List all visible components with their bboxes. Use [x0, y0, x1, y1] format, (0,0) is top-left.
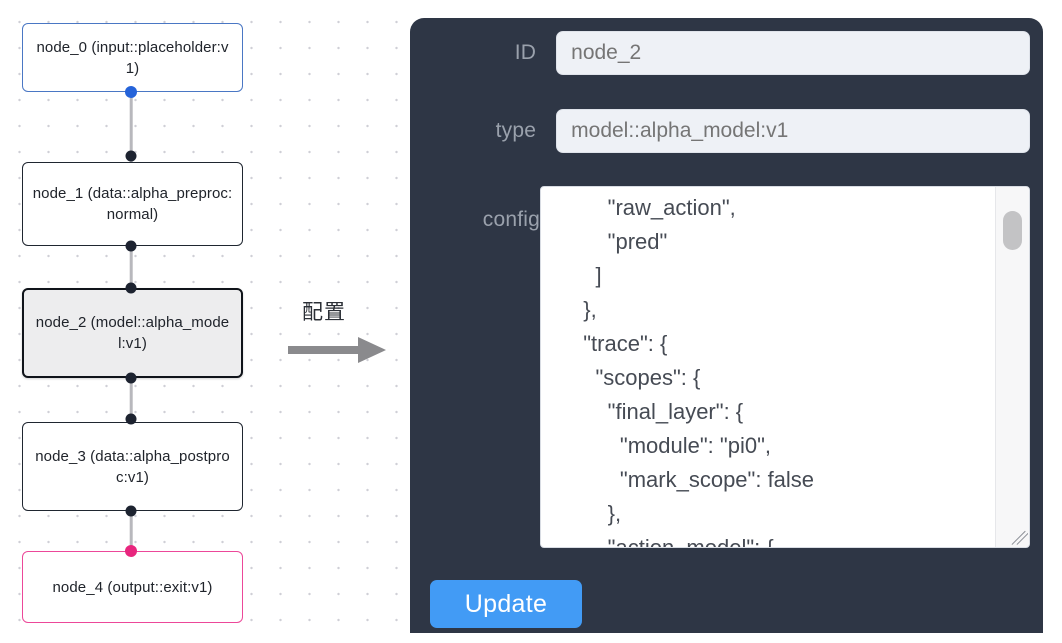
id-field-label: ID: [514, 41, 537, 64]
arrow-label: 配置: [302, 300, 346, 324]
graph-node-node_4[interactable]: node_4 (output::exit:v1): [22, 551, 243, 623]
node-label: node_0 (input::placeholder:v1): [36, 38, 229, 77]
config-scrollbar-track[interactable]: [995, 187, 1029, 547]
node_2-source-handle[interactable]: [125, 372, 137, 384]
graph-node-node_3[interactable]: node_3 (data::alpha_postproc:v1): [22, 422, 243, 511]
right-arrow-icon: [288, 337, 386, 363]
config-textarea[interactable]: "raw_action", "pred" ] }, "trace": { "sc…: [540, 186, 1030, 548]
node_0-source-handle[interactable]: [125, 86, 137, 98]
graph-node-node_1[interactable]: node_1 (data::alpha_preproc:normal): [22, 162, 243, 246]
node_3-source-handle[interactable]: [125, 505, 137, 517]
id-field-row: ID: [430, 31, 1030, 75]
node-label: node_4 (output::exit:v1): [52, 578, 213, 596]
node_1-target-handle[interactable]: [125, 150, 137, 162]
edge-node1-node2: [129, 246, 133, 316]
node_3-target-handle[interactable]: [125, 413, 137, 425]
node-config-panel: ID type config "raw_action", "pred" ] },…: [410, 18, 1043, 633]
type-field-row: type: [430, 109, 1030, 153]
node_1-source-handle[interactable]: [125, 240, 137, 252]
graph-node-node_0[interactable]: node_0 (input::placeholder:v1): [22, 23, 243, 92]
config-field-label: config: [482, 208, 540, 231]
config-field-row: config: [430, 186, 540, 232]
type-input[interactable]: [556, 109, 1030, 153]
edge-node2-node3: [129, 378, 133, 448]
node_4-target-handle[interactable]: [125, 545, 137, 557]
edge-node0-node1: [129, 92, 133, 162]
update-button[interactable]: Update: [430, 580, 582, 628]
id-input[interactable]: [556, 31, 1030, 75]
resize-handle-icon[interactable]: [1011, 529, 1028, 546]
config-scrollbar-thumb[interactable]: [1003, 211, 1022, 250]
graph-node-node_2[interactable]: node_2 (model::alpha_model:v1): [22, 288, 243, 378]
node-label: node_1 (data::alpha_preproc:normal): [32, 185, 233, 223]
node_2-target-handle[interactable]: [125, 282, 137, 294]
type-field-label: type: [495, 119, 537, 142]
config-textarea-wrapper: "raw_action", "pred" ] }, "trace": { "sc…: [540, 186, 1030, 548]
node-label: node_3 (data::alpha_postproc:v1): [35, 447, 230, 486]
node-label: node_2 (model::alpha_model:v1): [35, 314, 230, 352]
